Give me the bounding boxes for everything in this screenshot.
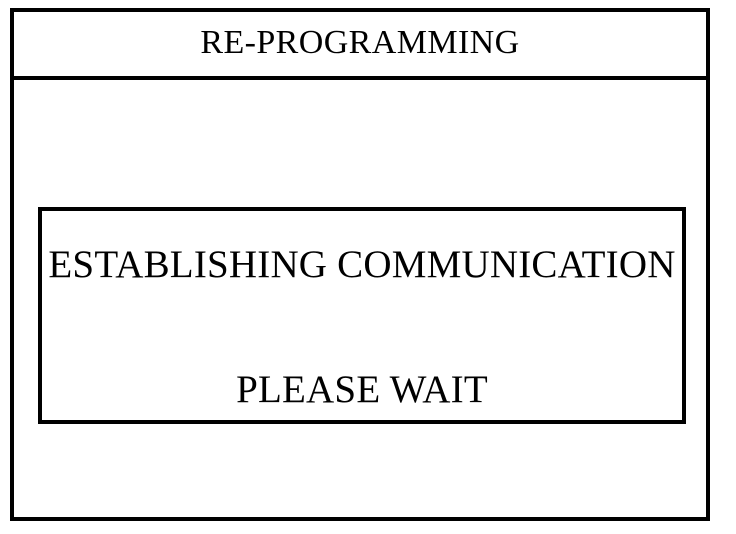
status-message-primary: ESTABLISHING COMMUNICATION (48, 243, 676, 286)
message-panel: ESTABLISHING COMMUNICATION PLEASE WAIT (38, 207, 686, 424)
title-bar: RE-PROGRAMMING (14, 12, 706, 80)
status-message-secondary: PLEASE WAIT (236, 368, 488, 411)
dialog-title: RE-PROGRAMMING (200, 24, 520, 61)
dialog-frame: RE-PROGRAMMING ESTABLISHING COMMUNICATIO… (10, 8, 710, 521)
dialog-body: ESTABLISHING COMMUNICATION PLEASE WAIT (14, 80, 706, 517)
